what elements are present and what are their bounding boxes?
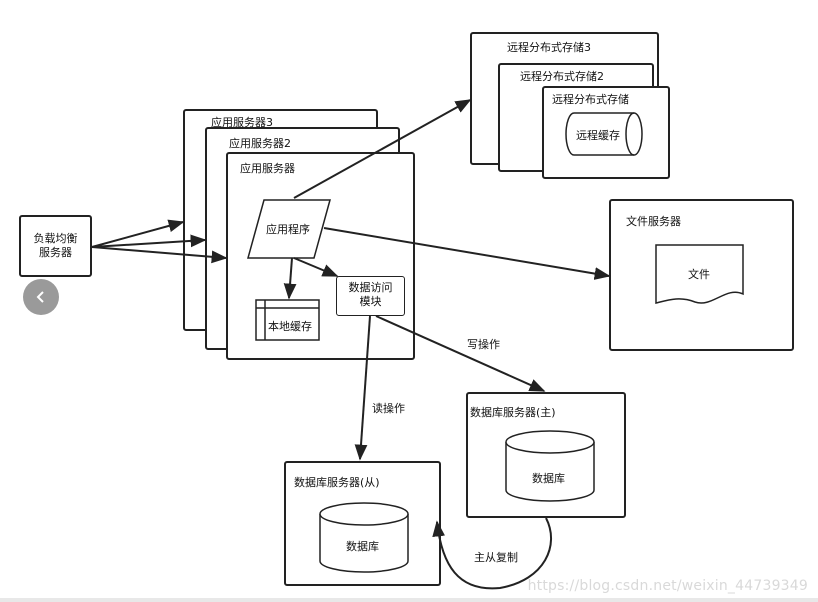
back-button[interactable] bbox=[23, 279, 59, 315]
db-master-node: 数据库服务器(主) bbox=[466, 392, 626, 518]
load-balancer-node: 负载均衡 服务器 bbox=[19, 215, 92, 277]
remote-storage-2-label: 远程分布式存储2 bbox=[520, 70, 604, 83]
lb-to-app-server-3-arrow bbox=[91, 219, 185, 248]
chevron-left-icon bbox=[36, 291, 44, 303]
bottom-strip bbox=[0, 598, 818, 602]
local-cache-label: 本地缓存 bbox=[268, 320, 312, 333]
data-access-module-label: 数据访问 模块 bbox=[348, 281, 393, 308]
load-balancer-label: 负载均衡 服务器 bbox=[33, 232, 78, 259]
remote-cache-label: 远程缓存 bbox=[576, 129, 620, 142]
watermark: https://blog.csdn.net/weixin_44739349 bbox=[527, 578, 808, 594]
file-label: 文件 bbox=[688, 268, 710, 281]
db-slave-label: 数据库服务器(从) bbox=[294, 476, 380, 489]
app-server-3-label: 应用服务器3 bbox=[211, 116, 273, 129]
db-slave-cylinder-label: 数据库 bbox=[346, 540, 379, 553]
read-op-label: 读操作 bbox=[372, 402, 405, 415]
file-server-label: 文件服务器 bbox=[626, 215, 681, 228]
data-access-module-node: 数据访问 模块 bbox=[336, 276, 405, 316]
remote-storage-label: 远程分布式存储 bbox=[552, 93, 629, 106]
app-program-label: 应用程序 bbox=[266, 223, 310, 236]
db-master-cylinder-label: 数据库 bbox=[532, 472, 565, 485]
write-op-label: 写操作 bbox=[467, 338, 500, 351]
db-slave-node: 数据库服务器(从) bbox=[284, 461, 441, 586]
app-server-2-label: 应用服务器2 bbox=[229, 137, 291, 150]
app-server-label: 应用服务器 bbox=[240, 162, 295, 175]
remote-storage-3-label: 远程分布式存储3 bbox=[507, 41, 591, 54]
replication-label: 主从复制 bbox=[474, 551, 518, 564]
db-master-label: 数据库服务器(主) bbox=[470, 406, 556, 419]
app-server-node: 应用服务器 bbox=[226, 152, 415, 360]
